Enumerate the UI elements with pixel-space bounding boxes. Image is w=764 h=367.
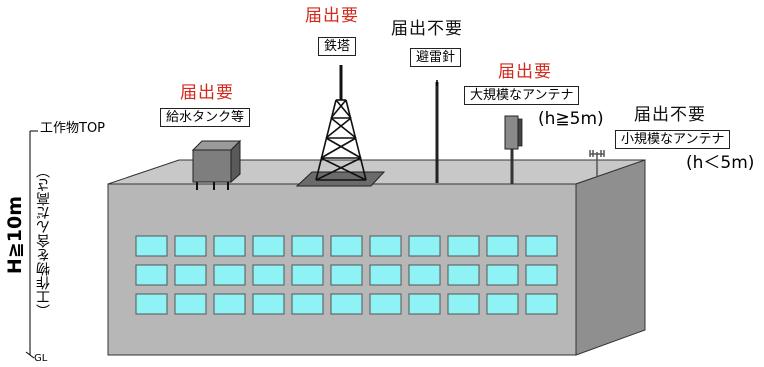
window (213, 293, 246, 315)
top-label: 工作物TOP (40, 121, 106, 136)
window (174, 293, 207, 315)
gl-guide-tick (25, 351, 35, 359)
window (174, 235, 207, 257)
window-grid (135, 235, 558, 315)
window (213, 235, 246, 257)
window (252, 293, 285, 315)
window (291, 235, 324, 257)
window (408, 264, 441, 286)
window (252, 235, 285, 257)
window (486, 264, 519, 286)
large-antenna-status: 届出要 (498, 62, 552, 82)
window (330, 235, 363, 257)
window (291, 293, 324, 315)
small-antenna (589, 150, 605, 176)
window (291, 264, 324, 286)
height-note-label: （工作物を含んだ高さ） (36, 164, 52, 318)
window (408, 293, 441, 315)
large-antenna-condition: (h≧5m) (538, 109, 604, 129)
window (447, 235, 480, 257)
tank-name: 給水タンク等 (160, 108, 251, 127)
window (213, 264, 246, 286)
window (135, 293, 168, 315)
window (447, 293, 480, 315)
small-antenna-condition: (h＜5m) (686, 153, 755, 173)
window (369, 235, 402, 257)
window (369, 293, 402, 315)
large-antenna (504, 115, 523, 184)
window (486, 293, 519, 315)
small-antenna-name: 小規模なアンテナ (615, 130, 731, 149)
lightning-rod-name: 避雷針 (410, 48, 462, 67)
tower-status: 届出要 (305, 6, 359, 26)
window (525, 235, 558, 257)
water-tank (191, 139, 242, 190)
window (174, 264, 207, 286)
window (486, 235, 519, 257)
lightning-rod-status: 届出不要 (391, 19, 463, 39)
window (369, 264, 402, 286)
window (447, 264, 480, 286)
large-antenna-name: 大規模なアンテナ (464, 86, 580, 105)
window (135, 264, 168, 286)
window (330, 264, 363, 286)
window (252, 264, 285, 286)
gl-label: GL (34, 353, 48, 364)
window (330, 293, 363, 315)
building-side (575, 159, 646, 356)
height-requirement-label: H≧10m (4, 196, 26, 275)
window (135, 235, 168, 257)
building (107, 159, 646, 356)
tank-status: 届出要 (180, 83, 234, 103)
window (525, 293, 558, 315)
window (525, 264, 558, 286)
window (408, 235, 441, 257)
steel-tower (295, 65, 386, 187)
tower-name: 鉄塔 (318, 37, 357, 56)
small-antenna-status: 届出不要 (634, 105, 706, 125)
